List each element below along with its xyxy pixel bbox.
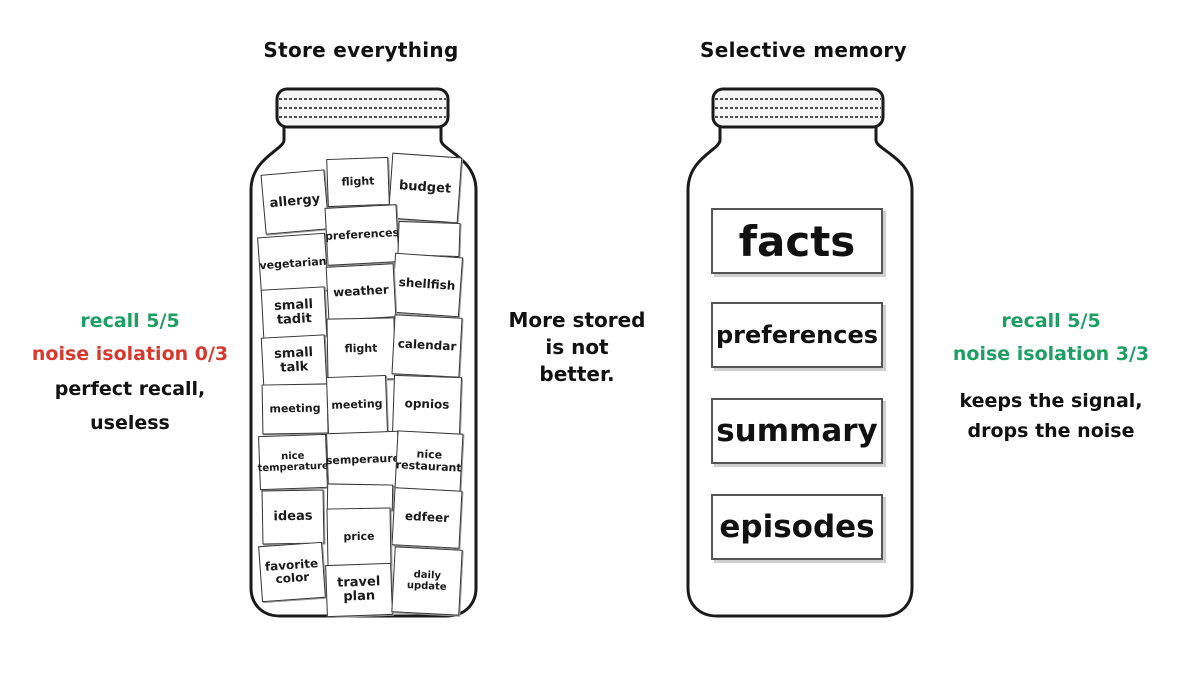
note-flight-2: flight — [326, 317, 396, 381]
right-jar-body — [686, 127, 914, 618]
note-blank — [397, 220, 461, 258]
left-caption-line-2: useless — [90, 412, 170, 434]
note-nice-temperature: nice temperature — [257, 433, 329, 491]
note-edfeer: edfeer — [391, 487, 463, 549]
note-preferences: preferences — [324, 204, 400, 266]
left-recall-label: recall 5/5 — [80, 310, 180, 332]
right-jar-lid — [711, 87, 885, 129]
note-meeting: meeting — [261, 383, 329, 435]
right-recall-label: recall 5/5 — [1001, 310, 1101, 332]
memory-box-facts: facts — [711, 208, 883, 274]
right-jar — [686, 87, 914, 618]
note-small-tadit: small tadit — [260, 286, 328, 340]
memory-box-summary: summary — [711, 398, 883, 464]
left-jar-lid — [275, 87, 450, 129]
left-noise-label: noise isolation 0/3 — [31, 343, 229, 365]
note-daily-update: daily update — [391, 546, 463, 616]
note-flight: flight — [326, 156, 390, 208]
note-meeting-2: meeting — [326, 374, 388, 436]
right-caption-line-1: keeps the signal, — [959, 390, 1143, 412]
memory-box-preferences: preferences — [711, 302, 883, 368]
note-shellfish: shellfish — [390, 252, 464, 318]
note-price: price — [326, 507, 392, 567]
note-nice-restaurant: nice restaurant — [394, 430, 464, 492]
center-message: More stored is not better. — [487, 307, 667, 388]
note-allergy: allergy — [260, 169, 330, 235]
note-semperaure: semperaure — [326, 430, 400, 490]
note-opnios: opnios — [392, 374, 462, 436]
right-noise-label: noise isolation 3/3 — [952, 343, 1150, 365]
memory-box-episodes: episodes — [711, 494, 883, 560]
center-message-line-2: is not — [545, 335, 609, 359]
note-budget: budget — [387, 152, 463, 224]
left-jar — [249, 87, 478, 618]
note-blank-2 — [326, 483, 394, 511]
left-jar-body — [249, 127, 478, 618]
center-message-line-1: More stored — [508, 308, 646, 332]
note-small-talk: small talk — [260, 334, 328, 388]
right-jar-title: Selective memory — [700, 38, 907, 62]
note-favorite-color: favorite color — [258, 541, 326, 603]
note-calendar: calendar — [391, 314, 463, 378]
note-travel-plan: travel plan — [325, 562, 393, 618]
note-weather: weather — [325, 263, 397, 321]
left-caption-line-1: perfect recall, — [54, 378, 206, 400]
left-jar-title: Store everything — [263, 38, 459, 62]
right-caption-line-2: drops the noise — [967, 420, 1135, 442]
note-ideas: ideas — [261, 489, 325, 545]
center-message-line-3: better. — [539, 362, 615, 386]
